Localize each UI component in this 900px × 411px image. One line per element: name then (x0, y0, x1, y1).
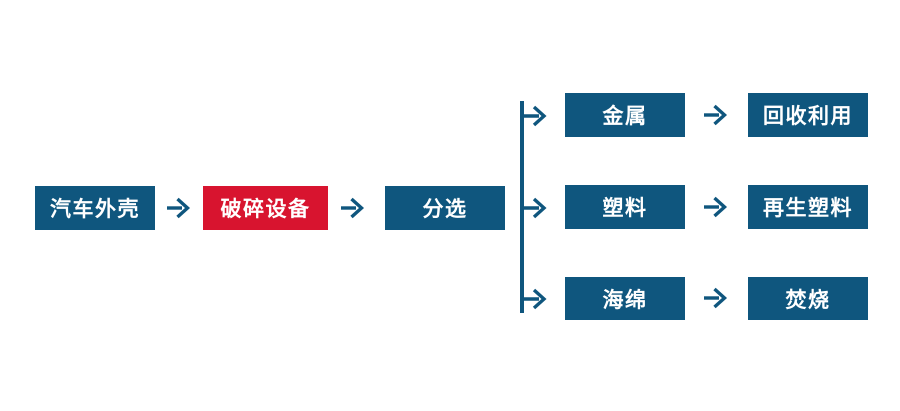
arrow-right-icon (167, 197, 191, 219)
flow-node-recycled-plastic: 再生塑料 (748, 185, 868, 229)
branch-arrow-right-icon (522, 105, 547, 127)
arrow-right-icon (704, 196, 728, 218)
arrow-right-icon (704, 287, 728, 309)
flow-node-sponge: 海绵 (565, 277, 685, 320)
flow-node-plastic: 塑料 (565, 185, 685, 229)
flow-node-recycle: 回收利用 (748, 93, 868, 137)
flow-node-metal: 金属 (565, 93, 685, 137)
flow-node-crusher: 破碎设备 (203, 186, 328, 230)
flow-node-sorting: 分选 (385, 186, 505, 230)
branch-arrow-right-icon (522, 288, 547, 310)
arrow-right-icon (341, 197, 365, 219)
flow-node-incineration: 焚烧 (748, 277, 868, 320)
arrow-right-icon (704, 104, 728, 126)
flow-node-car-shell: 汽车外壳 (35, 186, 155, 230)
branch-arrow-right-icon (522, 197, 547, 219)
